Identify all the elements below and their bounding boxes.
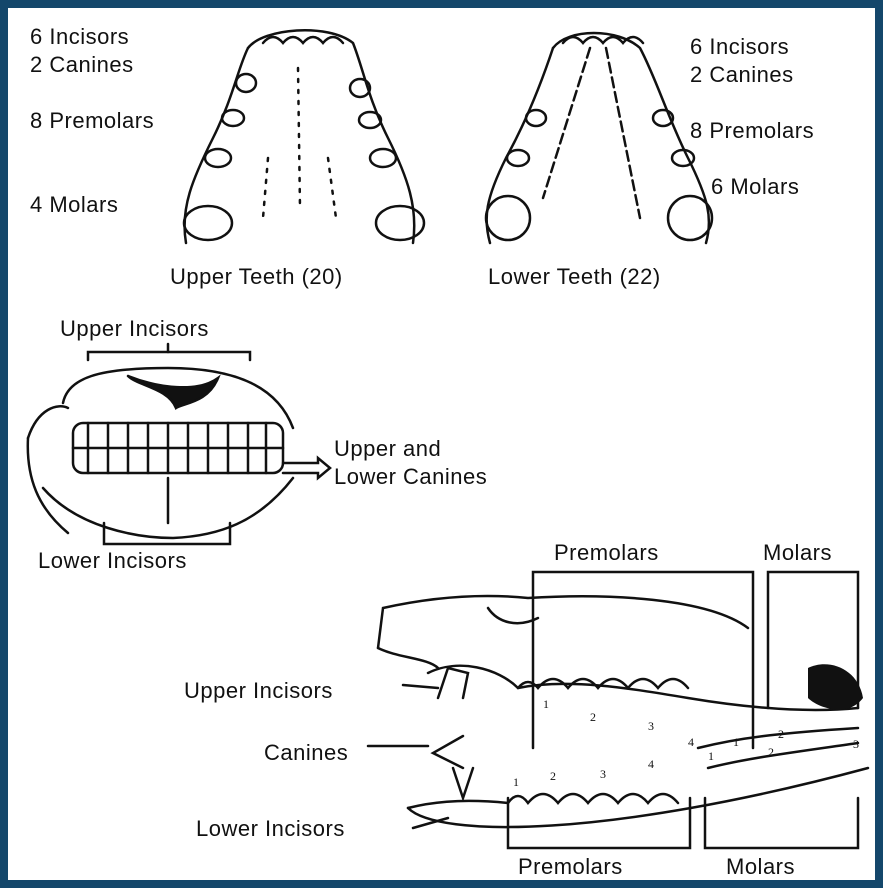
lower-tooth-number-4: 4 <box>648 757 654 771</box>
lower-canines-count: 2 Canines <box>690 62 794 88</box>
upper-tooth-number-5: 1 <box>733 735 739 749</box>
upper-tooth-number-2: 2 <box>590 710 596 724</box>
front-canines-label-line1: Upper and <box>334 436 441 462</box>
lower-teeth-caption: Lower Teeth (22) <box>488 264 661 290</box>
upper-molars-count: 4 Molars <box>30 192 118 218</box>
upper-canines-count: 2 Canines <box>30 52 134 78</box>
upper-tooth-number-1: 1 <box>543 697 549 711</box>
lower-jaw-drawing <box>486 33 712 243</box>
shading-mark <box>808 664 863 709</box>
front-lower-incisors-label: Lower Incisors <box>38 548 187 574</box>
upper-tooth-number-6: 2 <box>778 727 784 741</box>
lower-tooth-number-5: 1 <box>708 749 714 763</box>
upper-incisors-count: 6 Incisors <box>30 24 129 50</box>
lower-premolars-count: 8 Premolars <box>690 118 814 144</box>
upper-premolars-count: 8 Premolars <box>30 108 154 134</box>
side-premolars-bottom-label: Premolars <box>518 854 623 880</box>
side-molars-bottom-label: Molars <box>726 854 795 880</box>
upper-teeth-caption: Upper Teeth (20) <box>170 264 343 290</box>
lower-tooth-number-2: 2 <box>550 769 556 783</box>
side-upper-incisors-label: Upper Incisors <box>184 678 333 704</box>
side-premolars-top-label: Premolars <box>554 540 659 566</box>
diagram-frame: { "top": { "upper_left_labels": ["6 Inci… <box>8 8 875 880</box>
side-lower-incisors-label: Lower Incisors <box>196 816 345 842</box>
side-canines-label: Canines <box>264 740 348 766</box>
lower-tooth-number-1: 1 <box>513 775 519 789</box>
upper-jaw-drawing <box>184 30 424 243</box>
front-jaw-drawing <box>28 344 330 544</box>
front-canines-label-line2: Lower Canines <box>334 464 487 490</box>
lower-molars-count: 6 Molars <box>711 174 799 200</box>
upper-tooth-number-4: 4 <box>688 735 694 749</box>
lower-tooth-number-3: 3 <box>600 767 606 781</box>
lower-incisors-count: 6 Incisors <box>690 34 789 60</box>
side-molars-top-label: Molars <box>763 540 832 566</box>
upper-tooth-number-3: 3 <box>648 719 654 733</box>
side-jaw-drawing <box>368 572 868 848</box>
lower-tooth-number-7: 3 <box>853 737 859 751</box>
front-upper-incisors-label: Upper Incisors <box>60 316 209 342</box>
lower-tooth-number-6: 2 <box>768 745 774 759</box>
